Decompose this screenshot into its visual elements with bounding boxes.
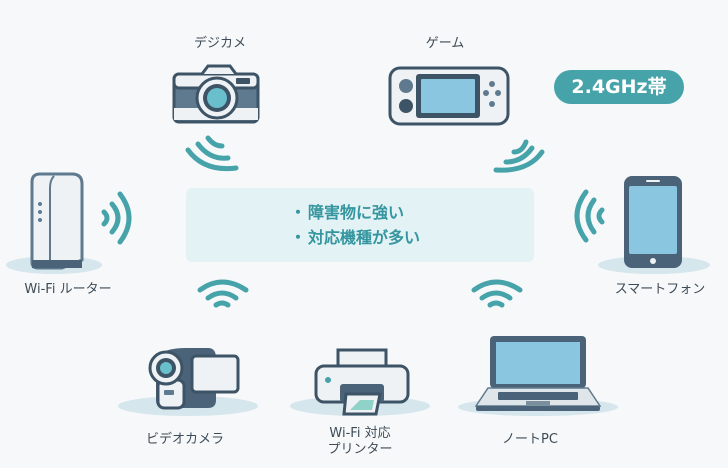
- wifi-signal-icon: [574, 189, 605, 243]
- device-label-laptop: ノートPC: [502, 432, 558, 447]
- wifi-signal-icon: [101, 191, 132, 245]
- video-camera-icon: [148, 348, 240, 410]
- frequency-badge: 2.4GHz帯: [554, 70, 684, 104]
- feature-item: 障害物に強い: [290, 200, 420, 225]
- wifi-signal-icon: [493, 139, 545, 173]
- wifi-signal-icon: [197, 279, 249, 308]
- wifi-signal-icon: [471, 279, 523, 308]
- printer-label-line1: Wi-Fi 対応: [329, 426, 391, 441]
- printer-icon: [314, 348, 410, 416]
- device-label-router: Wi-Fi ルーター: [24, 282, 112, 297]
- camera-icon: [172, 64, 260, 124]
- feature-list: 障害物に強い 対応機種が多い: [290, 200, 420, 250]
- printer-label-line2: プリンター: [327, 442, 393, 457]
- router-icon: [30, 172, 84, 270]
- device-label-smartphone: スマートフォン: [614, 282, 706, 297]
- wifi-signal-icon: [185, 135, 239, 172]
- device-label-printer: Wi-Fi 対応 プリンター: [300, 426, 420, 458]
- device-label-video-camera: ビデオカメラ: [145, 432, 224, 447]
- handheld-game-icon: [388, 66, 510, 126]
- feature-item: 対応機種が多い: [290, 225, 420, 250]
- laptop-icon: [474, 336, 602, 411]
- feature-box: 障害物に強い 対応機種が多い: [186, 188, 534, 262]
- device-label-game: ゲーム: [425, 36, 465, 51]
- device-label-camera: デジカメ: [193, 36, 246, 51]
- smartphone-icon: [624, 176, 682, 268]
